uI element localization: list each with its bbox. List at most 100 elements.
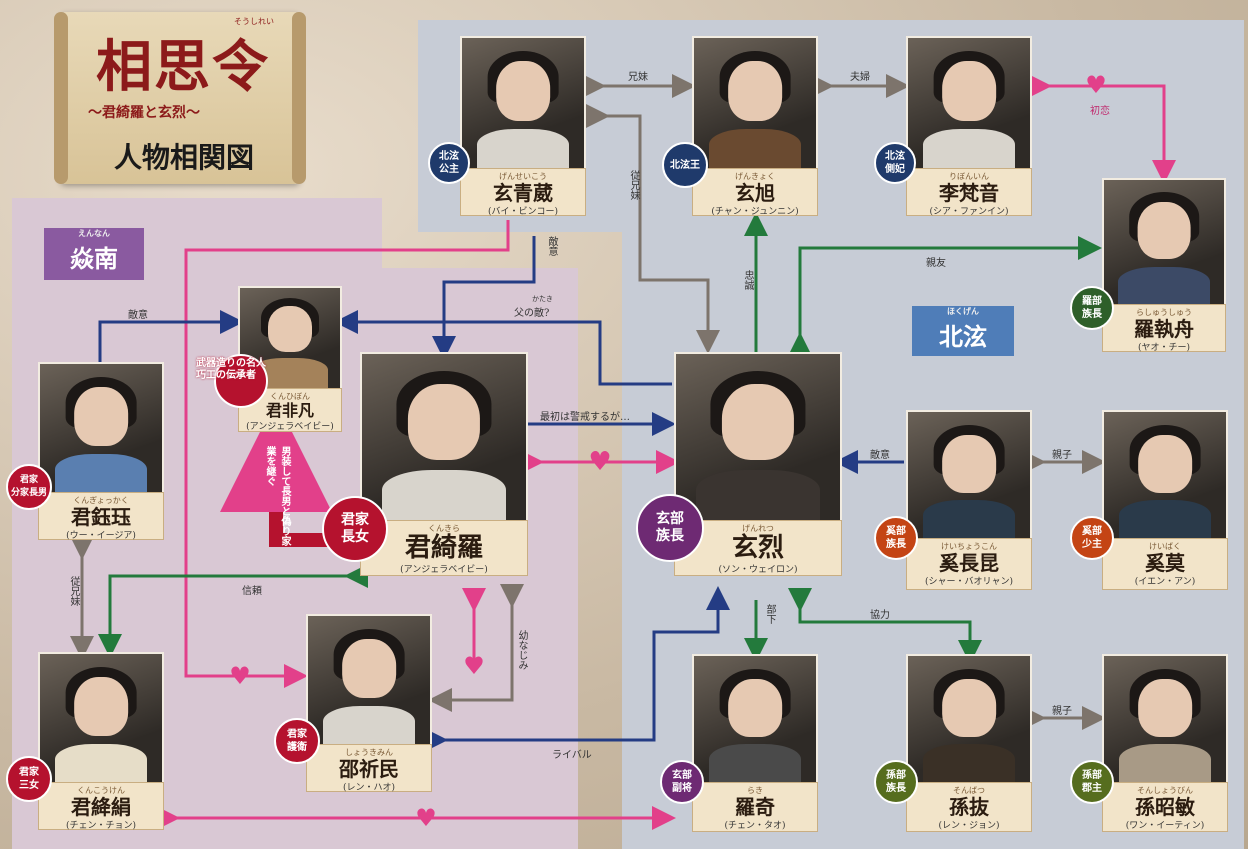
role-ximo: 奚部 少主: [1070, 516, 1114, 560]
line-cooperation: [788, 588, 982, 664]
title-ruby: そうしれい: [234, 17, 274, 26]
label-father-enemy-ruby: かたき: [532, 295, 553, 303]
role-xichangkun: 奚部 族長: [874, 516, 918, 560]
faction-yannan: えんなん 焱南: [44, 228, 144, 280]
label-cousin-left: 従兄妹: [68, 576, 79, 606]
label-father-enemy: 父の敵?: [514, 308, 550, 319]
label-cousin-top: 従兄妹: [628, 170, 639, 200]
name-junfeifan: 君非凡: [265, 401, 314, 420]
actor-xuanxu: (チャン・ジュンニン): [711, 207, 799, 217]
scroll-roll-right: [292, 12, 306, 184]
plate-junjiangjuan: くんこうけん 君絳絹 (チェン・チョン): [38, 782, 164, 831]
actor-xuanlie: (ソン・ウェイロン): [718, 565, 798, 575]
line-first-love: [1028, 74, 1176, 184]
actor-sunba: (レン・ジョン): [938, 821, 1000, 831]
plate-sunzhaomin: そんしょうびん 孫昭敏 (ワン・イーティン): [1102, 782, 1228, 832]
plate-luoqi: らき 羅奇 (チェン・タオ): [692, 782, 818, 832]
ruby-xuanxu: げんきょく: [735, 172, 775, 181]
label-friends: 親友: [926, 258, 946, 269]
name-luoqi: 羅奇: [735, 795, 775, 819]
role-luoqi: 玄部 副将: [660, 760, 704, 804]
label-hostility-left: 敵意: [128, 310, 148, 321]
label-disguise: 男装して長男と偽り家業を継ぐ: [264, 446, 290, 546]
ruby-lifanyin: りぼんいん: [949, 172, 989, 181]
name-junjiangjuan: 君絳絹: [71, 795, 131, 819]
actor-luoqi: (チェン・タオ): [724, 821, 786, 831]
plate-ximo: けいばく 奚莫 (イエン・アン): [1102, 538, 1228, 590]
name-sunba: 孫抜: [949, 795, 989, 819]
label-parent-child-1: 親子: [1052, 450, 1072, 461]
ruby-sunzhaomin: そんしょうびん: [1137, 786, 1193, 795]
portrait-xichangkun: [906, 410, 1032, 540]
portrait-junjiangjuan: [38, 652, 164, 784]
scroll-roll-left: [54, 12, 68, 184]
heart-icon: ♥: [463, 652, 485, 680]
plate-luozhizhou: らしゅうしゅう 羅執舟 (ヤオ・チー): [1102, 304, 1226, 353]
role-lifanyin: 北泫 側妃: [874, 142, 916, 184]
role-xuanqingwei: 北泫 公主: [428, 142, 470, 184]
plate-xichangkun: けいちょうこん 奚長昆 (シャー・バオリャン): [906, 538, 1032, 590]
plate-xuanqingwei: げんせいこう 玄青葳 (バイ・ビンコー): [460, 168, 586, 217]
role-shaoqimin: 君家 護衛: [274, 718, 320, 764]
name-junqiluo: 君綺羅: [404, 533, 483, 563]
label-hostility-top: 敵意: [546, 236, 557, 256]
role-junyujue: 君家 分家長男: [6, 464, 52, 510]
name-shaoqimin: 邵祈民: [339, 757, 399, 781]
line-hostility-left: [98, 310, 244, 362]
ruby-ximo: けいばく: [1149, 542, 1181, 551]
label-siblings: 兄妹: [628, 72, 648, 83]
portrait-luozhizhou: [1102, 178, 1226, 306]
heart-icon: ♥: [415, 804, 437, 832]
line-father-enemy: [334, 310, 672, 386]
portrait-sunba: [906, 654, 1032, 784]
actor-xuanqingwei: (バイ・ビンコー): [487, 207, 559, 217]
actor-sunzhaomin: (ワン・イーティン): [1125, 821, 1205, 831]
title-chart: 人物相関図: [114, 141, 255, 174]
ruby-luoqi: らき: [747, 786, 763, 795]
name-junyujue: 君鈺珏: [71, 505, 131, 529]
ruby-xuanlie: げんれつ: [742, 524, 774, 533]
actor-xichangkun: (シャー・バオリャン): [924, 577, 1014, 587]
actor-luozhizhou: (ヤオ・チー): [1137, 343, 1191, 353]
ruby-junyujue: くんぎょっかく: [73, 496, 129, 505]
role-junfeifan: 武器造りの名人 巧工の伝承者: [196, 358, 266, 381]
label-parent-child-2: 親子: [1052, 706, 1072, 717]
actor-lifanyin: (シア・ファンイン): [929, 207, 1009, 217]
name-xuanxu: 玄旭: [735, 181, 775, 205]
portrait-junqiluo: [360, 352, 528, 522]
name-xuanlie: 玄烈: [731, 533, 784, 563]
portrait-ximo: [1102, 410, 1228, 540]
label-childhood: 幼なじみ: [516, 630, 527, 670]
line-friends: [788, 236, 1102, 356]
heart-icon: ♥: [588, 447, 611, 477]
role-xuanxu: 北泫王: [662, 142, 708, 188]
faction-yannan-label: 焱南: [70, 244, 118, 273]
plate-xuanxu: げんきょく 玄旭 (チャン・ジュンニン): [692, 168, 818, 217]
portrait-lifanyin: [906, 36, 1032, 170]
plate-shaoqimin: しょうきみん 邵祈民 (レン・ハオ): [306, 744, 432, 793]
line-rival: [424, 586, 730, 752]
title-scroll: 相思令 そうしれい 〜君綺羅と玄烈〜 人物相関図: [54, 12, 306, 184]
label-first-love: 初恋: [1090, 106, 1110, 117]
name-sunzhaomin: 孫昭敏: [1135, 795, 1195, 819]
heart-icon: ♥: [229, 662, 251, 690]
actor-junyujue: (ウー・イージア): [66, 531, 136, 541]
portrait-xuanlie: [674, 352, 842, 522]
role-luozhizhou: 羅部 族長: [1070, 286, 1114, 330]
line-cousin-top: [586, 104, 720, 354]
ruby-junfeifan: くんひぼん: [270, 392, 310, 401]
plate-xuanlie: げんれつ 玄烈 (ソン・ウェイロン): [674, 520, 842, 576]
name-xichangkun: 奚長昆: [939, 551, 999, 575]
ruby-junjiangjuan: くんこうけん: [77, 786, 125, 795]
portrait-xuanqingwei: [460, 36, 586, 170]
line-trust: [98, 564, 368, 658]
role-sunzhaomin: 孫部 郡主: [1070, 760, 1114, 804]
actor-junjiangjuan: (チェン・チョン): [65, 821, 137, 831]
heart-icon: ♥: [1085, 71, 1107, 99]
plate-junqiluo: くんきら 君綺羅 (アンジェラベイビー): [360, 520, 528, 576]
role-junqiluo: 君家 長女: [322, 496, 388, 562]
portrait-luoqi: [692, 654, 818, 784]
role-junfeifan-badge: [214, 354, 268, 408]
ruby-sunba: そんばつ: [953, 786, 985, 795]
